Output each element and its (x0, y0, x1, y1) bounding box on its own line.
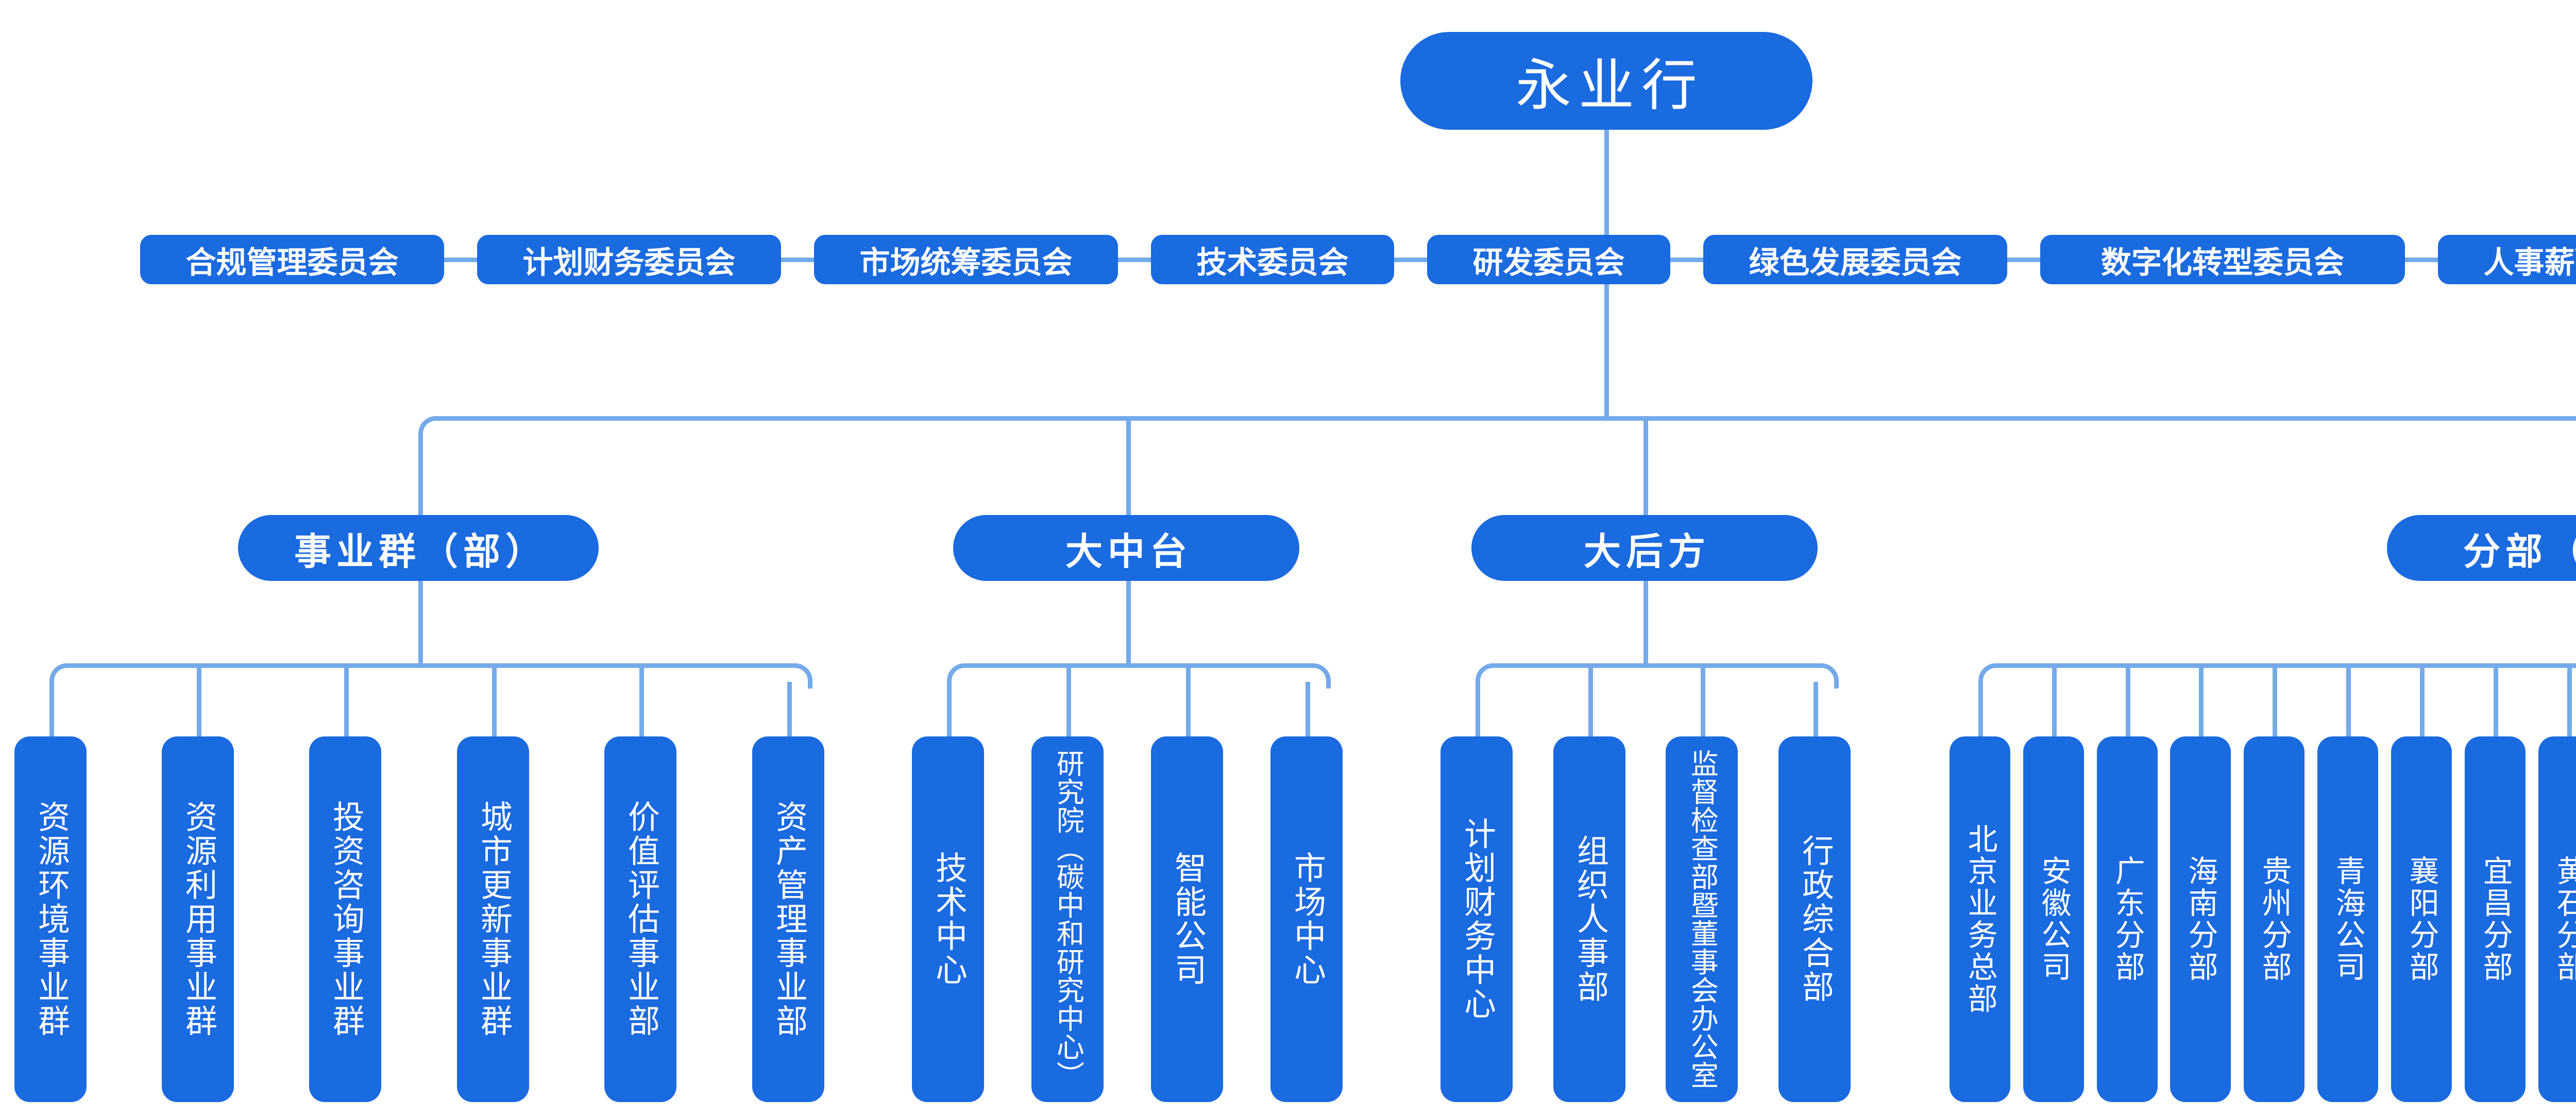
root-node-yongyehang[interactable]: 永业行 (1400, 32, 1812, 130)
leaf-touzi-zixun[interactable]: 投资咨询事业群 (309, 736, 381, 1102)
group1-bracket-corner-left (49, 663, 75, 689)
leaf-ziyuan-huanjing[interactable]: 资源环境事业群 (14, 736, 87, 1102)
committee-link-6 (2007, 257, 2040, 262)
level2-drop-dazhongtai (1126, 418, 1131, 517)
leaf-zhineng-gongsi[interactable]: 智能公司 (1151, 736, 1223, 1102)
group4-drop-8 (2494, 665, 2498, 738)
leaf-chengshi-gengxin[interactable]: 城市更新事业群 (457, 736, 529, 1102)
group2-bracket-corner-left (947, 663, 972, 689)
leaf-jihua-caiwu-zhongxin[interactable]: 计划财务中心 (1440, 736, 1513, 1102)
leaf-shichang-zhongxin[interactable]: 市场中心 (1270, 736, 1343, 1102)
group1-drop-1 (49, 682, 54, 738)
group3-drop-1 (1476, 682, 1480, 738)
group2-bracket-corner-right (1306, 663, 1331, 689)
group4-drop-7 (2420, 665, 2425, 738)
group1-drop-6 (787, 682, 792, 738)
leaf-qinghai-gongsi[interactable]: 青海公司 (2317, 736, 2378, 1102)
leaf-guizhou-fenbu[interactable]: 贵州分部 (2244, 736, 2304, 1102)
group1-drop-3 (344, 665, 349, 738)
leaf-jishu-zhongxin[interactable]: 技术中心 (912, 736, 984, 1102)
group4-drop-4 (2199, 665, 2204, 738)
leaf-yichang-fenbu[interactable]: 宜昌分部 (2465, 736, 2526, 1102)
leaf-zichan-guanli[interactable]: 资产管理事业部 (752, 736, 824, 1102)
committee-yanfa[interactable]: 研发委员会 (1427, 235, 1670, 284)
group3-drop-4 (1814, 682, 1818, 738)
group1-bracket-corner-right (787, 663, 812, 689)
committee-jihua-caiwu[interactable]: 计划财务委员会 (477, 235, 781, 284)
level2-drop-shiyequn (418, 435, 423, 517)
group3-bracket-corner-right (1814, 663, 1839, 689)
group3-stem (1643, 581, 1648, 663)
committee-link-5 (1670, 257, 1703, 262)
leaf-xiangyang-fenbu[interactable]: 襄阳分部 (2391, 736, 2452, 1102)
committee-link-3 (1118, 257, 1151, 262)
leaf-jiandu-jiancha-bu[interactable]: 监督检查部暨董事会办公室 (1666, 736, 1738, 1102)
group-header-fenbu[interactable]: 分部（分公司） (2387, 515, 2576, 581)
group2-drop-4 (1306, 682, 1310, 738)
leaf-hainan-fenbu[interactable]: 海南分部 (2170, 736, 2231, 1102)
group1-drop-5 (639, 665, 644, 738)
level2-drop-dahoufang (1643, 418, 1648, 517)
group4-drop-6 (2346, 665, 2351, 738)
group2-drop-2 (1066, 665, 1071, 738)
committee-link-4 (1394, 257, 1427, 262)
leaf-beijing-yewu-zongbu[interactable]: 北京业务总部 (1950, 736, 2010, 1102)
group4-bracket (1997, 663, 2576, 668)
group2-drop-3 (1186, 665, 1191, 738)
group4-drop-5 (2273, 665, 2277, 738)
committee-renshi-xinchou[interactable]: 人事薪酬委员会 (2438, 235, 2576, 284)
committee-link-7 (2405, 257, 2438, 262)
leaf-xingzheng-zonghe-bu[interactable]: 行政综合部 (1778, 736, 1851, 1102)
leaf-anhui-gongsi[interactable]: 安徽公司 (2023, 736, 2084, 1102)
group-header-dazhongtai[interactable]: 大中台 (953, 515, 1299, 581)
group1-drop-2 (197, 665, 201, 738)
group-header-dahoufang[interactable]: 大后方 (1471, 515, 1818, 581)
group2-drop-1 (947, 682, 952, 738)
committee-jishu[interactable]: 技术委员会 (1151, 235, 1394, 284)
group4-drop-9 (2567, 665, 2572, 738)
committee-hegui-guanli[interactable]: 合规管理委员会 (140, 235, 444, 284)
group1-bracket (68, 663, 787, 668)
leaf-yanjiuyuan-tanzhonghe[interactable]: 研究院（碳中和研究中心） (1031, 736, 1104, 1102)
group2-stem (1126, 581, 1131, 663)
group1-drop-4 (492, 665, 497, 738)
group2-bracket (965, 663, 1306, 668)
leaf-jiazhi-pinggu[interactable]: 价值评估事业部 (604, 736, 676, 1102)
committee-link-2 (781, 257, 814, 262)
group4-drop-1 (1978, 682, 1983, 738)
committee-shuzihua-zhuanxing[interactable]: 数字化转型委员会 (2040, 235, 2405, 284)
group4-bracket-corner-left (1978, 663, 2004, 689)
group3-drop-2 (1588, 665, 1593, 738)
group4-drop-3 (2126, 665, 2130, 738)
committee-link-1 (444, 257, 477, 262)
leaf-guangdong-fenbu[interactable]: 广东分部 (2097, 736, 2158, 1102)
leaf-huangshi-fenbu[interactable]: 黄石分部 (2538, 736, 2576, 1102)
committee-lvse-fazhan[interactable]: 绿色发展委员会 (1703, 235, 2007, 284)
leaf-ziyuan-liyong[interactable]: 资源利用事业群 (162, 736, 234, 1102)
level2-bar-corner-left (418, 416, 444, 441)
group3-bracket-corner-left (1476, 663, 1501, 689)
group3-bracket (1494, 663, 1814, 668)
level2-bar (437, 416, 2576, 421)
group3-drop-3 (1701, 665, 1705, 738)
committee-shichang-tongchou[interactable]: 市场统筹委员会 (814, 235, 1118, 284)
group-header-shiyequn[interactable]: 事业群（部） (238, 515, 599, 581)
leaf-zuzhi-renshi-bu[interactable]: 组织人事部 (1553, 736, 1625, 1102)
group1-stem (418, 581, 423, 663)
group4-drop-2 (2052, 665, 2057, 738)
